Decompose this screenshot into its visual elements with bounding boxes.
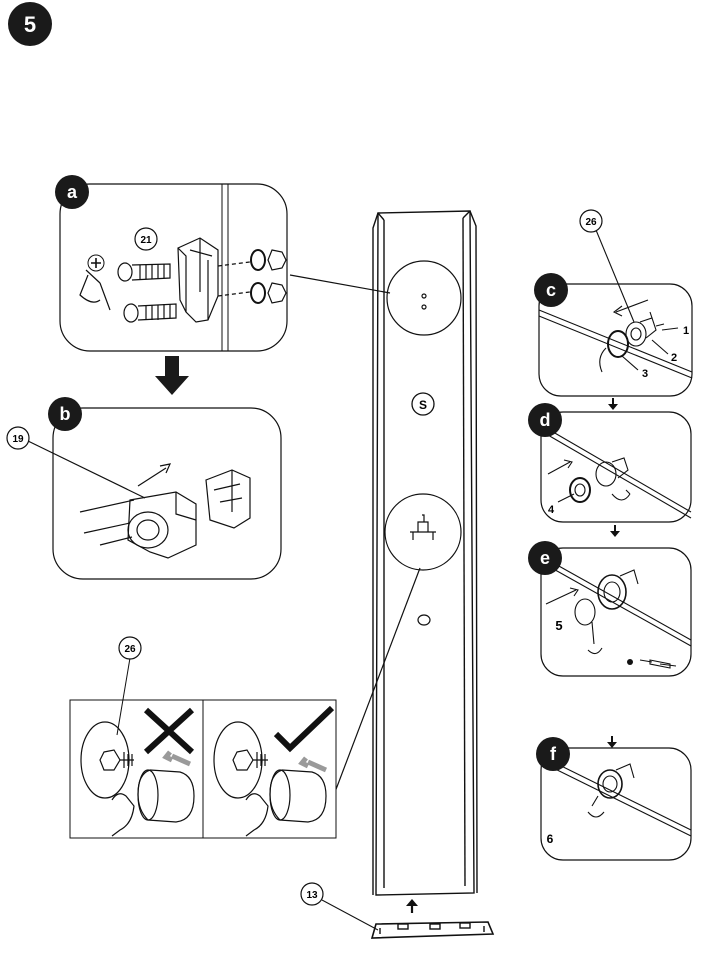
marker-s-label: S (419, 398, 427, 412)
check-icon (273, 705, 335, 753)
panel-a: a 21 (55, 175, 288, 352)
down-arrow-f-icon (607, 736, 617, 748)
down-arrow-icon (155, 356, 189, 395)
panel-f-number-6: 6 (547, 832, 554, 846)
column-detail-top (289, 260, 462, 336)
panel-d-number-4: 4 (548, 504, 555, 516)
panel-d-letter: d (540, 410, 551, 430)
up-arrow-icon (406, 899, 418, 913)
panel-f-letter: f (550, 744, 557, 764)
panel-d: d 4 (528, 403, 692, 523)
panel-c-number-1: 1 (683, 325, 689, 337)
comparison-callout: 26 (124, 644, 136, 655)
cross-icon (143, 707, 195, 755)
panel-b-letter: b (60, 404, 71, 424)
panel-c-number-3: 3 (642, 368, 648, 380)
down-arrow-c-d-icon (608, 398, 618, 410)
screwdriver-cross-icon (87, 254, 105, 272)
panel-c: c 26 1 2 3 (534, 209, 693, 397)
down-arrow-d-e-icon (610, 525, 620, 537)
panel-c-letter: c (546, 280, 556, 300)
column-marker-s: S (411, 392, 435, 416)
base-callout: 13 (300, 882, 379, 931)
shower-column (370, 210, 495, 939)
panel-b: b 19 (6, 397, 282, 580)
column-detail-bracket (334, 493, 462, 793)
panel-a-callout: 21 (140, 235, 152, 246)
base-callout-number: 13 (306, 890, 318, 901)
panel-a-letter: a (67, 182, 78, 202)
panel-e-letter: e (540, 548, 550, 568)
panel-b-callout: 19 (12, 434, 24, 445)
panel-c-callout: 26 (585, 217, 597, 228)
step-badge: 5 (8, 2, 52, 46)
comparison-panel: 26 (69, 636, 337, 839)
panel-f: f 6 (536, 737, 692, 861)
panel-c-number-2: 2 (671, 352, 677, 364)
panel-e: e 5 (528, 541, 692, 677)
panel-e-number-5: 5 (555, 618, 562, 633)
step-number: 5 (24, 12, 36, 37)
